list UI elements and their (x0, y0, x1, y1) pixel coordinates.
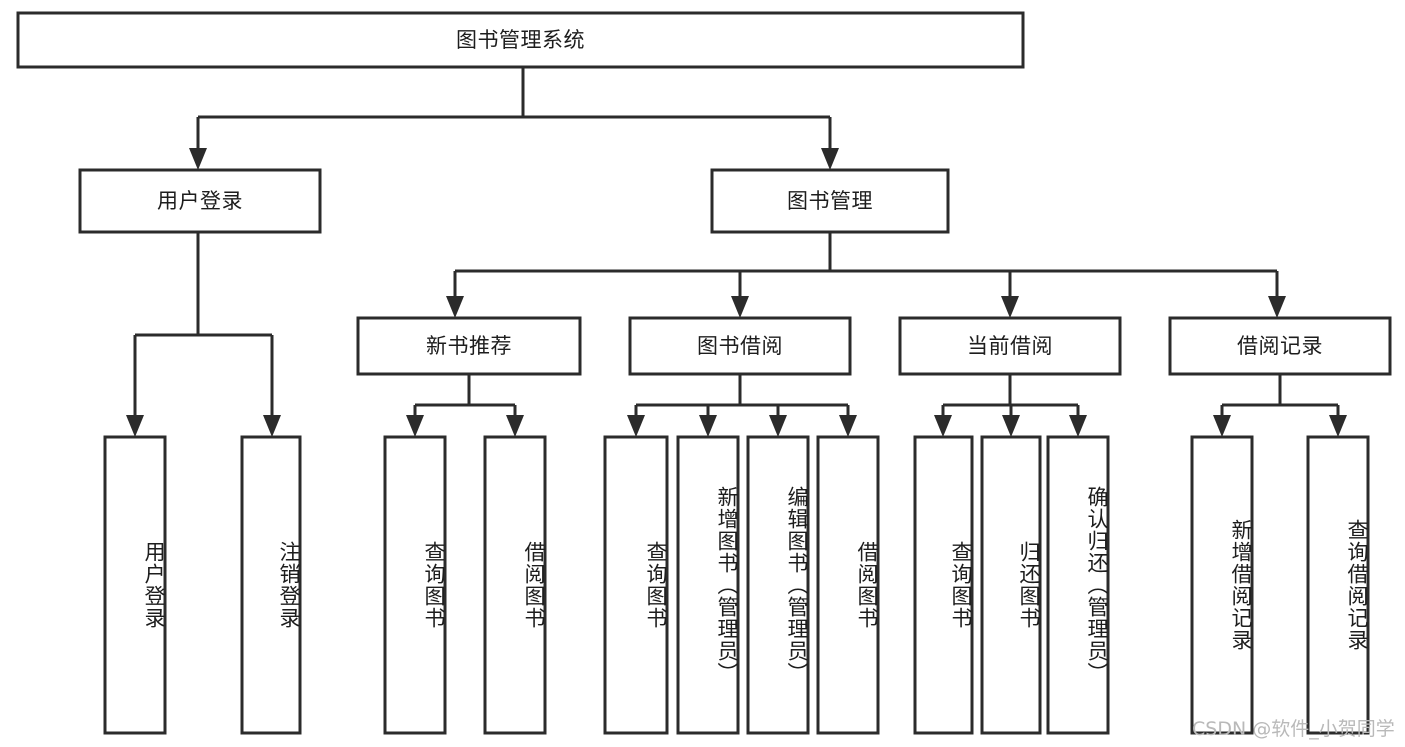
node-label-book-manage: 图书管理 (787, 189, 873, 213)
node-box-leaf-edit-book[interactable] (746, 435, 810, 735)
arrow-down-icon-new-book-rec-1 (506, 415, 524, 437)
arrow-down-icon-new-book-rec-0 (406, 415, 424, 437)
arrow-down-icon-user-login-1 (263, 415, 281, 437)
node-box-leaf-return-book[interactable] (980, 435, 1042, 735)
node-box-leaf-logout[interactable] (240, 435, 302, 735)
node-box-leaf-query-book-3[interactable] (913, 435, 974, 735)
arrow-down-icon-l3-0 (446, 296, 464, 318)
node-label-book-borrow: 图书借阅 (697, 334, 783, 358)
node-box-leaf-add-book[interactable] (676, 435, 740, 735)
arrow-down-icon-l2-0 (189, 148, 207, 170)
arrow-down-icon-l3-2 (1001, 296, 1019, 318)
node-box-book-manage[interactable] (710, 168, 950, 234)
arrow-down-icon-user-login-0 (126, 415, 144, 437)
arrow-down-icon-borrow-record-1 (1329, 415, 1347, 437)
node-label-root: 图书管理系统 (456, 28, 585, 52)
node-box-layer (16, 11, 1392, 735)
arrow-down-icon-borrow-record-0 (1213, 415, 1231, 437)
arrow-down-icon-l2-1 (821, 148, 839, 170)
node-box-leaf-query-book-1[interactable] (383, 435, 447, 735)
node-label-new-book-rec: 新书推荐 (426, 334, 512, 358)
arrow-down-icon-book-borrow-3 (839, 415, 857, 437)
node-box-book-borrow[interactable] (628, 316, 852, 376)
node-box-leaf-add-record[interactable] (1190, 435, 1254, 735)
node-box-leaf-query-record[interactable] (1306, 435, 1370, 735)
arrow-down-icon-book-borrow-1 (699, 415, 717, 437)
node-box-leaf-query-book-2[interactable] (603, 435, 669, 735)
node-box-leaf-confirm-return[interactable] (1046, 435, 1110, 735)
arrow-down-icon-book-borrow-2 (769, 415, 787, 437)
arrow-down-icon-current-borrow-0 (934, 415, 952, 437)
node-box-root[interactable] (16, 11, 1025, 69)
node-box-borrow-record[interactable] (1168, 316, 1392, 376)
arrow-down-icon-l3-3 (1268, 296, 1286, 318)
node-label-current-borrow: 当前借阅 (967, 334, 1053, 358)
node-box-current-borrow[interactable] (898, 316, 1122, 376)
arrow-down-icon-current-borrow-1 (1002, 415, 1020, 437)
arrow-down-icon-current-borrow-2 (1069, 415, 1087, 437)
node-box-leaf-borrow-book-1[interactable] (483, 435, 547, 735)
csdn-watermark: CSDN @软件_小贺同学 (1192, 718, 1395, 740)
node-box-leaf-borrow-book-2[interactable] (816, 435, 880, 735)
node-box-user-login[interactable] (78, 168, 322, 234)
connector-layer (126, 67, 1347, 437)
node-box-leaf-user-login[interactable] (103, 435, 167, 735)
node-box-new-book-rec[interactable] (356, 316, 582, 376)
node-label-borrow-record: 借阅记录 (1237, 334, 1323, 358)
arrow-down-icon-l3-1 (731, 296, 749, 318)
arrow-down-icon-book-borrow-0 (627, 415, 645, 437)
node-label-user-login: 用户登录 (157, 189, 243, 213)
